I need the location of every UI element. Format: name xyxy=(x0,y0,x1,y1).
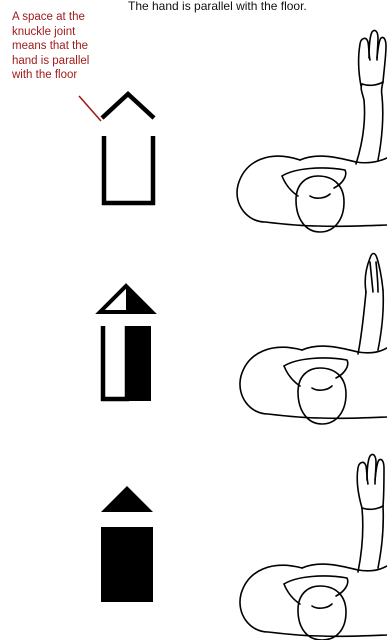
person-figure-1 xyxy=(237,30,387,232)
symbol-half-filled xyxy=(100,286,152,401)
person-figure-2 xyxy=(240,254,387,425)
person-figure-3 xyxy=(240,454,387,640)
symbol-outline xyxy=(102,94,154,203)
symbol-body-half-outline xyxy=(103,326,127,399)
symbol-caret xyxy=(102,94,154,118)
symbol-body-half-fill xyxy=(127,326,151,401)
symbol-body-filled xyxy=(101,527,153,602)
symbol-body-outline xyxy=(104,136,153,203)
pointer-line xyxy=(79,96,101,121)
symbol-filled xyxy=(101,486,153,602)
symbol-caret-filled xyxy=(101,486,153,512)
